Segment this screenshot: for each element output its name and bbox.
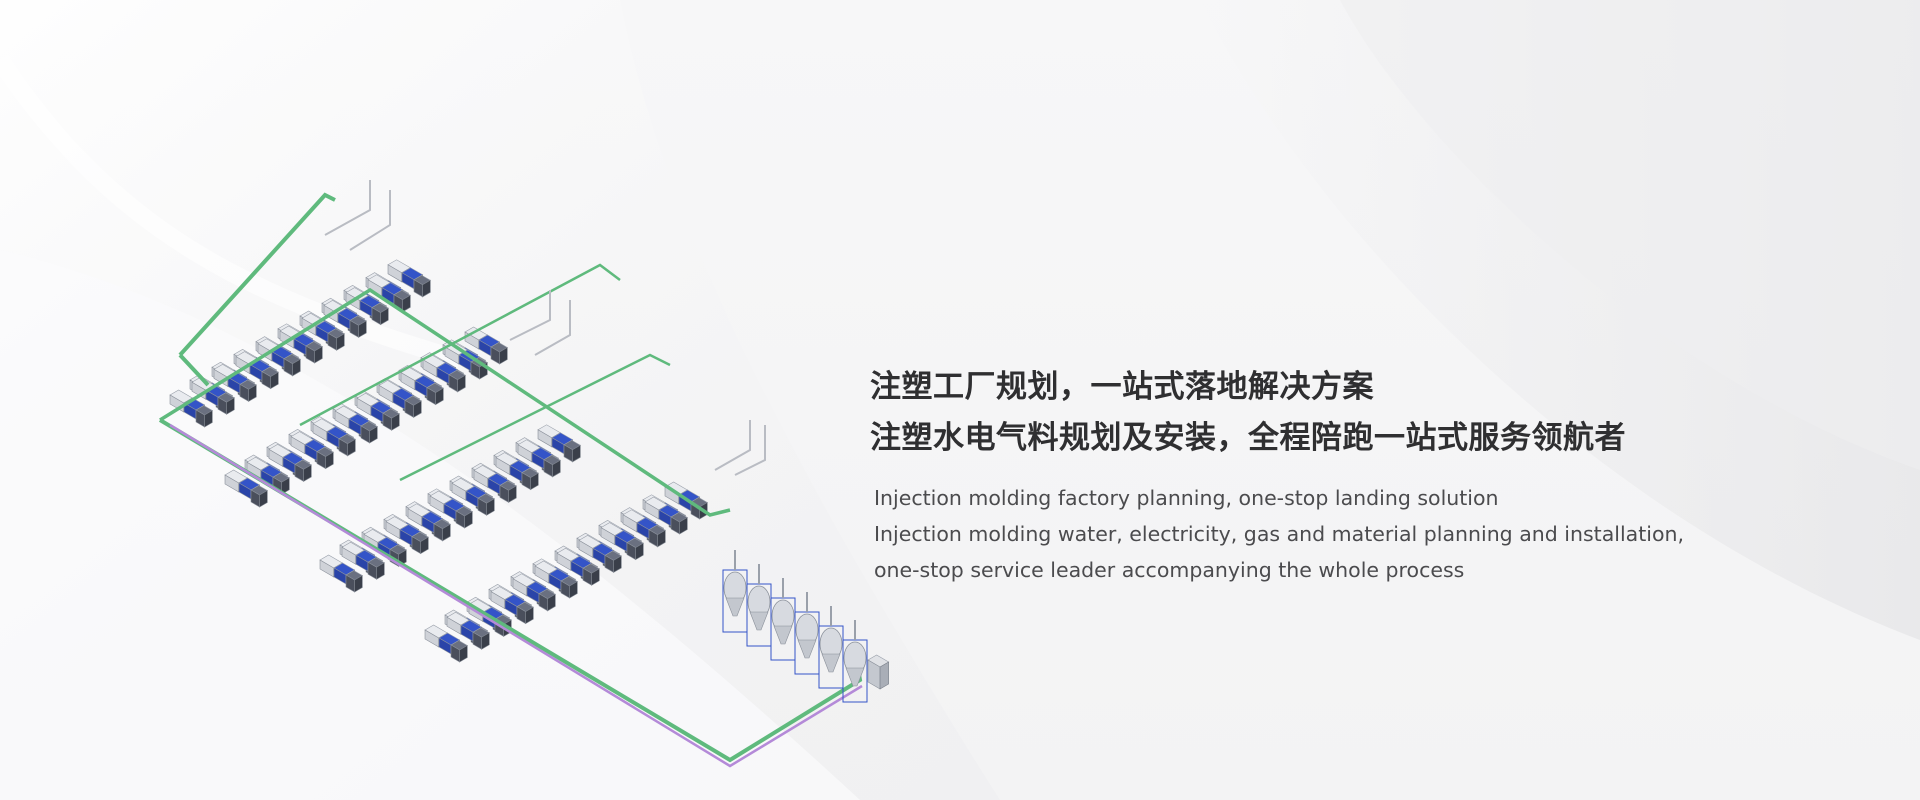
material-silo-group <box>722 550 890 703</box>
subtext-line-3: one-stop service leader accompanying the… <box>874 558 1465 582</box>
banner-text: 注塑工厂规划，一站式落地解决方案 注塑水电气料规划及安装，全程陪跑一站式服务领航… <box>870 367 1870 588</box>
subtext-line-1: Injection molding factory planning, one-… <box>874 486 1499 510</box>
pipeline-network <box>158 180 863 768</box>
headline-primary: 注塑工厂规划，一站式落地解决方案 <box>870 369 1374 405</box>
headline-secondary: 注塑水电气料规划及安装，全程陪跑一站式服务领航者 <box>870 420 1626 456</box>
factory-layout-icon <box>158 180 890 768</box>
english-description: Injection molding factory planning, one-… <box>874 480 1870 588</box>
subtext-line-2: Injection molding water, electricity, ga… <box>874 522 1685 546</box>
